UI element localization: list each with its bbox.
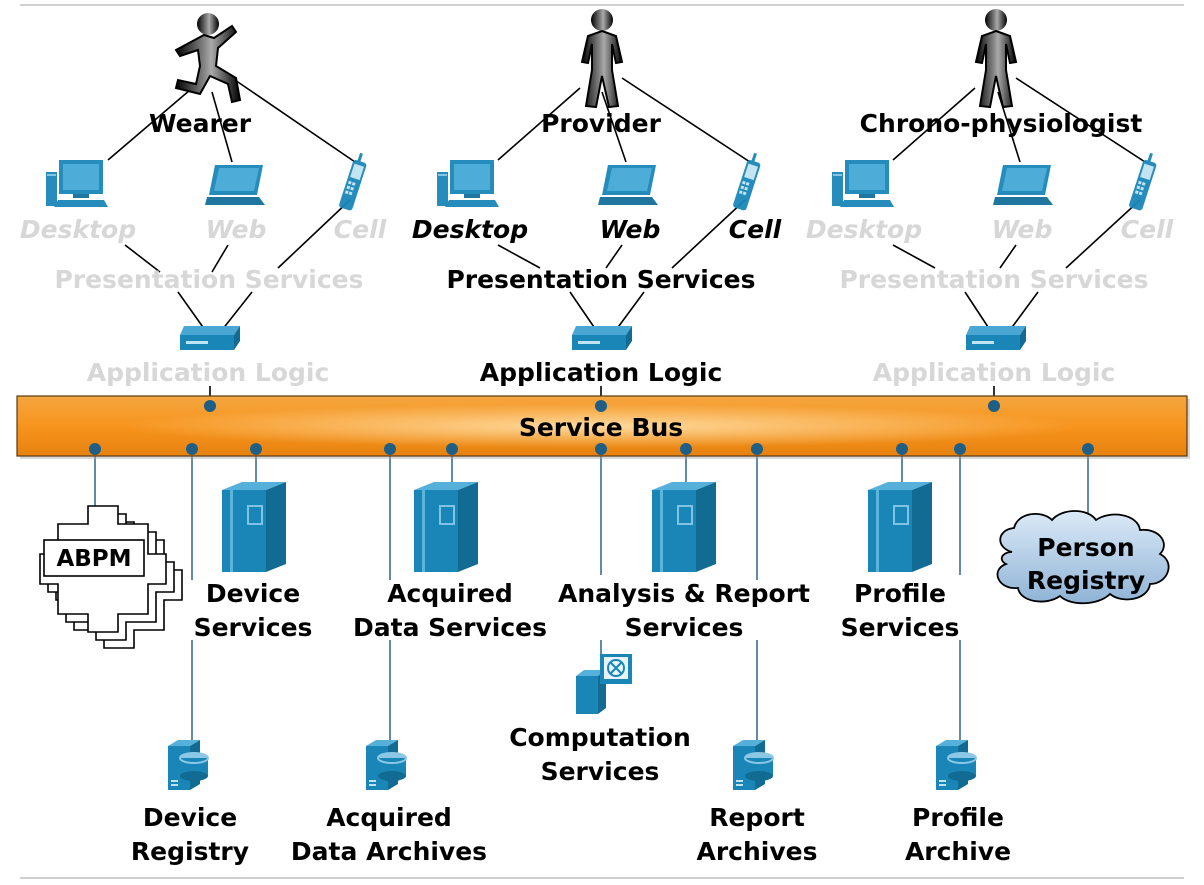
chrono-desktop-icon (832, 160, 894, 207)
provider-presentation-services: Presentation Services (446, 265, 755, 294)
device-services-server-icon (221, 481, 287, 573)
provider-laptop-icon (598, 165, 658, 205)
device-registry-line1: Device (143, 803, 237, 832)
abpm-box (43, 539, 145, 577)
acquired-data-archives-line2: Data Archives (291, 837, 487, 866)
acquired-data-services-line1: Acquired (387, 579, 513, 608)
profile-archive-line2: Archive (905, 837, 1011, 866)
report-archives-line2: Archives (697, 837, 818, 866)
chrono-presentation-services: Presentation Services (839, 265, 1148, 294)
provider-cell-label: Cell (729, 215, 782, 244)
top-connectors (107, 77, 1146, 402)
analysis-report-services-line2: Services (625, 613, 744, 642)
profile-services-server-icon (867, 481, 933, 573)
actor-wearer: Wearer (149, 109, 252, 138)
wearer-web-label: Web (206, 215, 267, 244)
abpm-label: ABPM (56, 546, 131, 572)
chrono-desktop-label: Desktop (806, 215, 922, 244)
provider-desktop-icon (437, 160, 499, 207)
actor-provider: Provider (541, 109, 662, 138)
provider-switch-icon (572, 326, 632, 350)
wearer-desktop-label: Desktop (20, 215, 136, 244)
profile-services-line2: Services (841, 613, 960, 642)
chrono-laptop-icon (993, 165, 1053, 205)
chrono-application-logic: Application Logic (873, 358, 1116, 387)
acquired-data-services-server-icon (413, 481, 479, 573)
analysis-report-services-server-icon (651, 481, 717, 573)
wearer-laptop-icon (205, 165, 265, 205)
wearer-switch-icon (180, 326, 240, 350)
person-registry-line2: Registry (1027, 566, 1145, 595)
profile-archive-line1: Profile (912, 803, 1004, 832)
provider-application-logic: Application Logic (480, 358, 723, 387)
computation-services-line2: Services (541, 757, 660, 786)
provider-desktop-label: Desktop (412, 215, 528, 244)
profile-archive-icon (935, 739, 977, 791)
actor-chrono-physiologist: Chrono-physiologist (860, 109, 1143, 138)
report-archives-line1: Report (709, 803, 805, 832)
wearer-figure-icon (175, 12, 241, 103)
computation-services-icon (575, 653, 633, 715)
acquired-data-services-line2: Data Services (353, 613, 547, 642)
acquired-data-archives-icon (365, 739, 407, 791)
provider-web-label: Web (600, 215, 661, 244)
device-registry-archive-icon (167, 739, 209, 791)
bus-connection-dots (89, 400, 1094, 455)
wearer-presentation-services: Presentation Services (54, 265, 363, 294)
device-services-line1: Device (206, 579, 300, 608)
report-archives-icon (732, 739, 774, 791)
abpm-stack: ABPM (39, 505, 183, 649)
wearer-cell-label: Cell (334, 215, 387, 244)
device-registry-line2: Registry (131, 837, 249, 866)
chrono-cell-label: Cell (1121, 215, 1174, 244)
analysis-report-services-line1: Analysis & Report (558, 579, 810, 608)
wearer-desktop-icon (46, 160, 108, 207)
device-services-line2: Services (194, 613, 313, 642)
person-registry-cloud: Person Registry (996, 510, 1170, 605)
chrono-figure-icon (975, 8, 1017, 108)
service-bus-label: Service Bus (519, 413, 683, 442)
computation-services-line1: Computation (509, 723, 691, 752)
acquired-data-archives-line1: Acquired (326, 803, 452, 832)
chrono-switch-icon (966, 326, 1026, 350)
person-registry-line1: Person (1037, 533, 1134, 562)
chrono-web-label: Web (992, 215, 1053, 244)
profile-services-line1: Profile (854, 579, 946, 608)
wearer-application-logic: Application Logic (87, 358, 330, 387)
